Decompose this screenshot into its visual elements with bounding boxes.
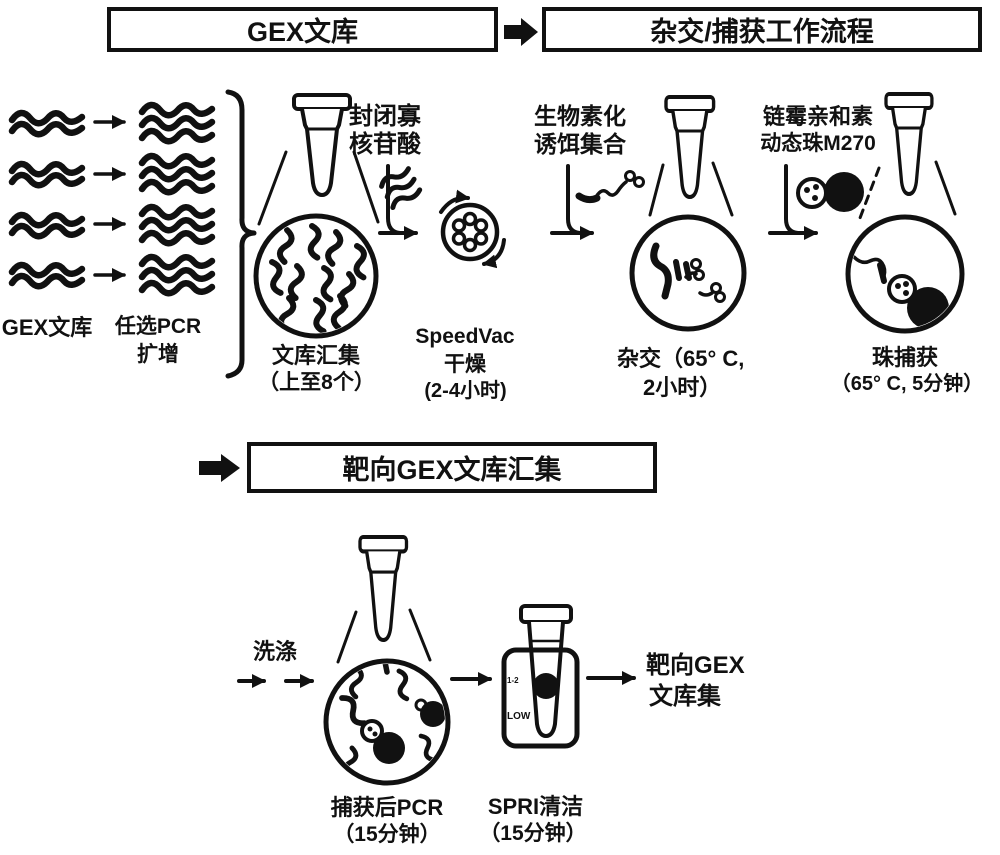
- result-label-line2: 文库集: [649, 683, 721, 710]
- beads-label-line2: 动态珠M270: [760, 132, 876, 155]
- pool-label-line2: （上至8个）: [258, 371, 375, 394]
- hyb-zoom-lines: [648, 161, 734, 217]
- speedvac-label-line1: SpeedVac: [415, 325, 515, 348]
- speedvac-label-line3: (2-4小时): [424, 380, 507, 402]
- pool-label-line1: 文库汇集: [271, 343, 360, 368]
- speedvac-icon: [439, 189, 506, 269]
- capture-zoom-lines: [858, 160, 957, 220]
- optional-pcr-label-line2: 扩增: [137, 343, 179, 366]
- hyb-magnifier-circle: [629, 214, 747, 332]
- banner-flow-arrow-icon: [199, 454, 240, 482]
- bead-pellet-icon: [533, 673, 559, 699]
- hybridized-strands-icon: [650, 242, 726, 303]
- hybridization-label-line2: 2小时）: [643, 375, 722, 400]
- bait-label-line1: 生物素化: [534, 103, 626, 129]
- gex-library-label: GEX文库: [1, 315, 93, 340]
- blocking-oligo-label-line1: 封闭寡: [349, 103, 421, 130]
- spri-label-line1: SPRI清洁: [487, 794, 584, 819]
- pool-zoom-lines: [257, 150, 380, 226]
- hyb-tube-icon: [664, 95, 716, 199]
- gex-library-strands-icon: [12, 113, 82, 286]
- library-row-arrows: [93, 115, 126, 282]
- amplified-strands-icon: [142, 105, 212, 293]
- optional-pcr-label-line1: 任选PCR: [114, 315, 202, 338]
- targeted-pool-banner-box: 靶向GEX文库汇集: [247, 442, 657, 493]
- blocking-oligo-icon: [379, 166, 423, 211]
- targeted-pool-banner: 靶向GEX文库汇集: [342, 455, 562, 485]
- speedvac-label-line2: 干燥: [444, 353, 486, 376]
- beads-label-line1: 链霉亲和素: [762, 104, 873, 129]
- pcr-magnifier-circle: [323, 658, 451, 786]
- post-capture-pcr-label-line1: 捕获后PCR: [330, 795, 444, 820]
- bead-capture-label-line2: （65° C, 5分钟）: [830, 373, 984, 395]
- spri-label-line2: （15分钟）: [479, 822, 587, 845]
- gex-library-header-box: GEX文库: [107, 7, 498, 52]
- pool-magnifier-circle: [253, 213, 379, 339]
- rack-marking-bottom: LOW: [507, 711, 531, 722]
- capture-magnifier-circle: [845, 214, 965, 334]
- header-flow-arrow-icon: [504, 18, 538, 46]
- bead-capture-label-line1: 珠捕获: [871, 345, 938, 370]
- pcr-products-icon: [339, 664, 445, 777]
- capture-tube-icon: [884, 92, 934, 196]
- result-label-line1: 靶向GEX: [646, 652, 745, 679]
- post-capture-pcr-label-line2: （15分钟）: [333, 823, 441, 846]
- hybridization-label-line1: 杂交（65° C,: [617, 346, 745, 371]
- bait-label-line2: 诱饵集合: [534, 131, 626, 157]
- hyb-capture-header: 杂交/捕获工作流程: [650, 17, 874, 47]
- magnet-rack-icon: [501, 604, 580, 749]
- wash-label: 洗涤: [252, 639, 297, 664]
- rack-marking-top: 1-2: [507, 676, 519, 685]
- pooled-dna-strands-icon: [268, 225, 367, 332]
- hyb-capture-header-box: 杂交/捕获工作流程: [542, 7, 982, 52]
- beads-feed-arrow: [784, 164, 800, 235]
- streptavidin-bead-pair-icon: [796, 172, 864, 212]
- blocking-oligo-label-line2: 核苷酸: [349, 131, 421, 158]
- biotin-bait-icon: [575, 170, 645, 204]
- pooling-brace: [225, 89, 257, 379]
- pcr-zoom-lines: [336, 608, 432, 664]
- pcr-tube-icon: [360, 537, 406, 640]
- gex-library-header: GEX文库: [246, 17, 359, 47]
